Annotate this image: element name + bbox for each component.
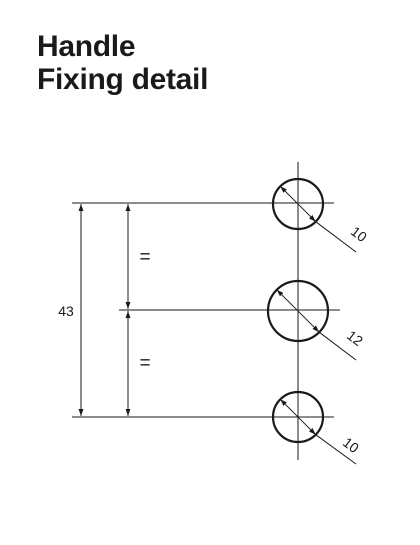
hole-middle: 12 [266, 279, 366, 361]
hole-middle-circle [266, 279, 330, 343]
hole-bottom-circle [271, 390, 325, 444]
hole-bottom: 10 [271, 390, 362, 465]
equal-spacing-mark-lower: = [139, 353, 150, 374]
hole-top-diameter-line [279, 185, 317, 223]
hole-bottom-diameter-line [279, 398, 317, 436]
hole-bottom-diameter-label: 10 [340, 434, 362, 456]
hole-top-circle [271, 177, 325, 231]
hole-top-leader-line [315, 221, 357, 253]
hole-middle-leader-line [318, 331, 357, 361]
title-line-1: Handle [37, 30, 136, 63]
hole-top: 10 [271, 177, 370, 253]
title-line-2: Fixing detail [37, 63, 209, 96]
hole-top-diameter-label: 10 [348, 223, 370, 245]
hole-middle-diameter-line [276, 289, 320, 333]
page-title: Handle Fixing detail [37, 30, 208, 96]
hole-middle-diameter-label: 12 [344, 327, 366, 349]
overall-dimension-label: 43 [58, 303, 74, 319]
equal-spacing-mark-upper: = [139, 247, 150, 268]
hole-bottom-leader-line [315, 434, 357, 465]
